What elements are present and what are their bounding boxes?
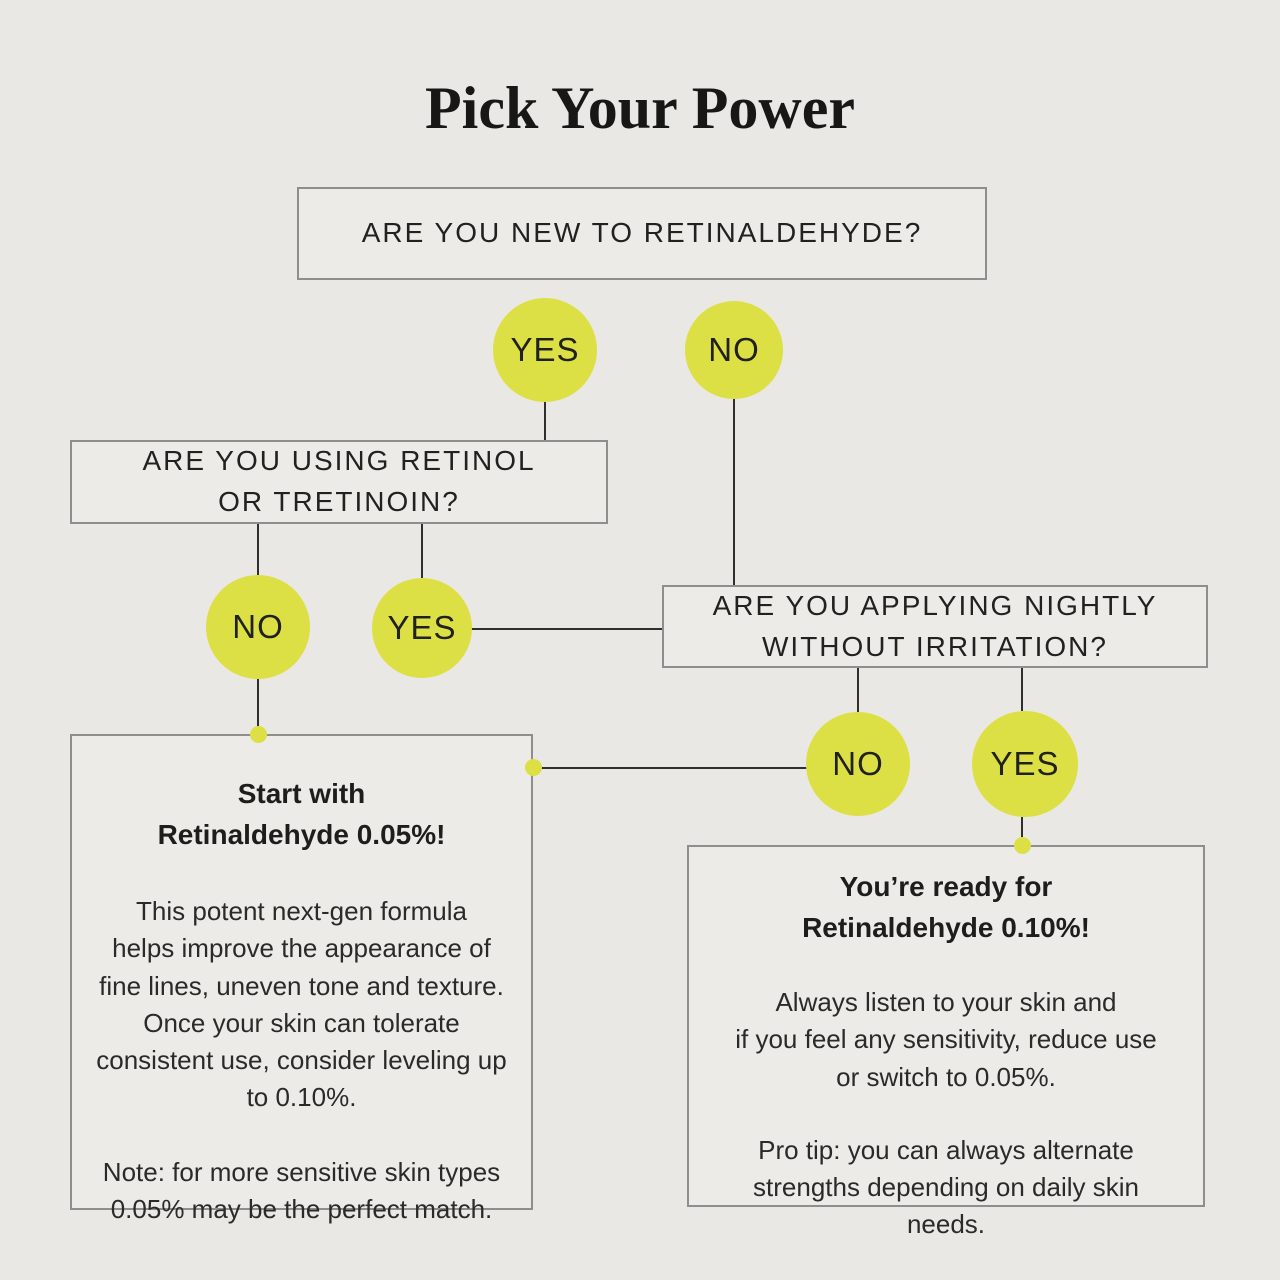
- result-note-010: Pro tip: you can always alternate streng…: [753, 1134, 1139, 1240]
- answer-circle-q3-yes: YES: [972, 711, 1078, 817]
- result-heading-005: Start with Retinaldehyde 0.05%!: [157, 778, 446, 850]
- connector-line-q3no-to-result005: [535, 767, 807, 769]
- question-box-using-retinol: ARE YOU USING RETINOL OR TRETINOIN?: [70, 440, 608, 524]
- answer-label-q3-no: NO: [832, 745, 884, 782]
- answer-circle-q2-yes: YES: [372, 578, 472, 678]
- connector-dot-result010-top: [1014, 837, 1031, 854]
- result-heading-010: You’re ready for Retinaldehyde 0.10%!: [802, 871, 1090, 943]
- connector-line-q3-to-yes: [1021, 667, 1023, 711]
- question-box-new-to-retinaldehyde: ARE YOU NEW TO RETINALDEHYDE?: [297, 187, 987, 280]
- connector-line-q2-to-no: [257, 523, 259, 575]
- question-text-using-retinol: ARE YOU USING RETINOL OR TRETINOIN?: [142, 445, 536, 517]
- page-title: Pick Your Power: [425, 75, 855, 141]
- result-note-005: Note: for more sensitive skin types 0.05…: [102, 1157, 501, 1225]
- answer-circle-q2-no: NO: [206, 575, 310, 679]
- connector-line-q2no-to-result005: [257, 679, 259, 734]
- result-box-retinaldehyde-005: Start with Retinaldehyde 0.05%! This pot…: [70, 734, 533, 1224]
- connector-line-q3-to-no: [857, 667, 859, 712]
- connector-line-q1no-to-q3: [733, 399, 735, 585]
- question-box-applying-nightly: ARE YOU APPLYING NIGHTLY WITHOUT IRRITAT…: [662, 585, 1208, 668]
- answer-circle-q1-no: NO: [685, 301, 783, 399]
- answer-circle-q1-yes: YES: [493, 298, 597, 402]
- result-box-retinaldehyde-010: You’re ready for Retinaldehyde 0.10%! Al…: [687, 845, 1205, 1239]
- connector-dot-result005-right: [525, 759, 542, 776]
- answer-label-q2-yes: YES: [387, 609, 457, 646]
- connector-dot-result005-top: [250, 726, 267, 743]
- connector-line-q2-to-yes: [421, 523, 423, 578]
- connector-line-q2yes-to-q3: [470, 628, 664, 630]
- connector-line-q3yes-to-result010: [1021, 817, 1023, 845]
- question-text-new-to-retinaldehyde: ARE YOU NEW TO RETINALDEHYDE?: [361, 217, 923, 249]
- answer-label-q1-yes: YES: [510, 331, 580, 368]
- result-body-005: This potent next-gen formula helps impro…: [96, 896, 507, 1113]
- answer-circle-q3-no: NO: [806, 712, 910, 816]
- answer-label-q3-yes: YES: [990, 745, 1060, 782]
- answer-label-q1-no: NO: [708, 331, 760, 368]
- result-body-010: Always listen to your skin and if you fe…: [735, 987, 1157, 1092]
- answer-label-q2-no: NO: [232, 608, 284, 645]
- connector-line-q1yes-to-q2: [544, 402, 546, 440]
- question-text-applying-nightly: ARE YOU APPLYING NIGHTLY WITHOUT IRRITAT…: [712, 589, 1158, 662]
